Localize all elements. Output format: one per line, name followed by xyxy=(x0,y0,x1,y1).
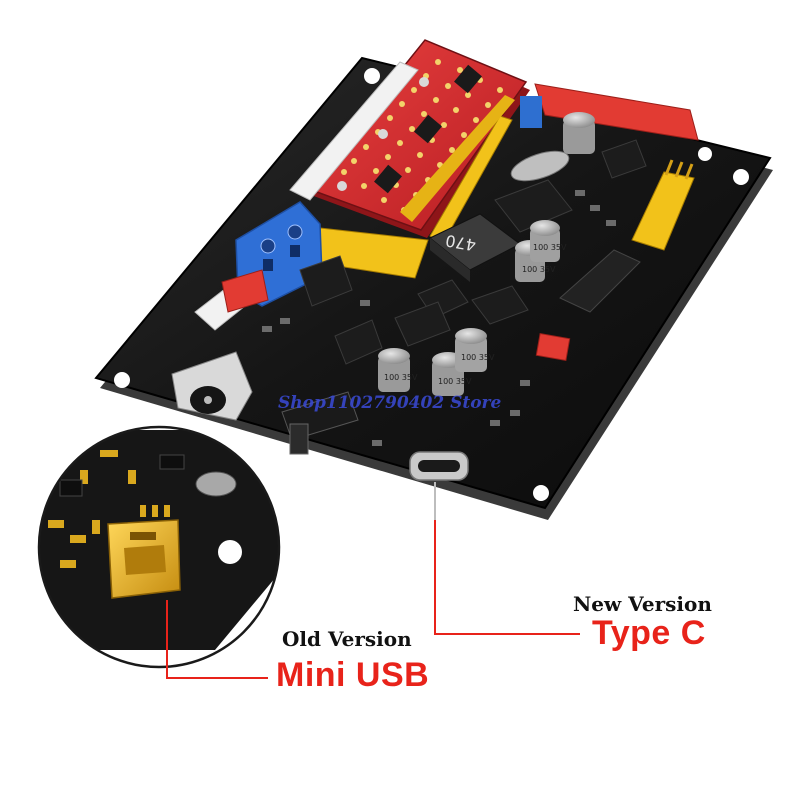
old-version-caption: Old Version xyxy=(282,627,412,651)
type-c-label: Type C xyxy=(592,614,706,652)
inset-old-version-closeup xyxy=(37,425,281,669)
inductor: 470 xyxy=(429,213,521,282)
capacitor-marking: 100 35V xyxy=(522,265,556,274)
pcb-surface xyxy=(94,56,772,510)
red-connectors xyxy=(221,83,699,362)
box-header xyxy=(559,249,641,313)
capacitor-marking: 100 35V xyxy=(533,243,567,252)
mini-usb-port xyxy=(107,519,181,599)
leader-lines xyxy=(166,482,580,679)
jumper xyxy=(520,96,542,128)
smd-components xyxy=(262,190,616,446)
capacitor-marking: 100 35V xyxy=(438,377,472,386)
capacitors: 100 35V 100 35V 100 35V 100 35V 100 35V xyxy=(378,112,595,396)
usb-type-c-port xyxy=(409,451,469,481)
dc-barrel-jack xyxy=(171,351,253,421)
capacitor-marking: 100 35V xyxy=(384,373,418,382)
mounting-holes xyxy=(114,68,749,501)
mini-usb-label: Mini USB xyxy=(276,656,430,694)
pin-header xyxy=(631,159,695,251)
chips xyxy=(299,139,647,365)
slide-switch xyxy=(281,391,359,455)
new-version-caption: New Version xyxy=(573,592,712,616)
crystal xyxy=(510,150,570,182)
store-watermark: Shop1102790402 Store xyxy=(278,393,502,413)
capacitor-marking: 100 35V xyxy=(461,353,495,362)
controller-board: 470 100 35V 100 35V 100 35V 100 35V xyxy=(94,39,773,520)
